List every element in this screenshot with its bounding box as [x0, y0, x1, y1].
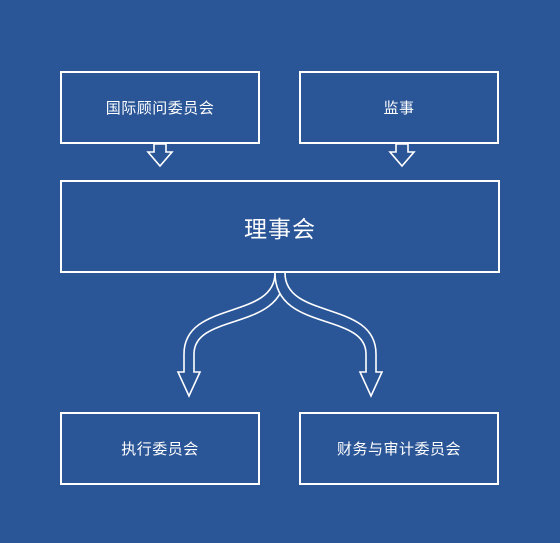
executive-committee-node: 执行委员会 — [60, 412, 260, 485]
advisory-committee-node: 国际顾问委员会 — [60, 71, 260, 144]
supervisor-label: 监事 — [383, 99, 415, 117]
board-node: 理事会 — [60, 180, 500, 273]
arrow-board-to-finance — [274, 272, 384, 398]
arrow-supervisor-to-board — [388, 143, 416, 168]
arrow-board-to-executive — [176, 272, 286, 398]
finance-audit-committee-node: 财务与审计委员会 — [299, 412, 499, 485]
board-label: 理事会 — [244, 216, 316, 243]
executive-committee-label: 执行委员会 — [121, 440, 199, 458]
arrow-advisory-to-board — [146, 143, 174, 168]
finance-audit-committee-label: 财务与审计委员会 — [336, 440, 461, 458]
advisory-committee-label: 国际顾问委员会 — [105, 99, 215, 117]
supervisor-node: 监事 — [299, 71, 499, 144]
